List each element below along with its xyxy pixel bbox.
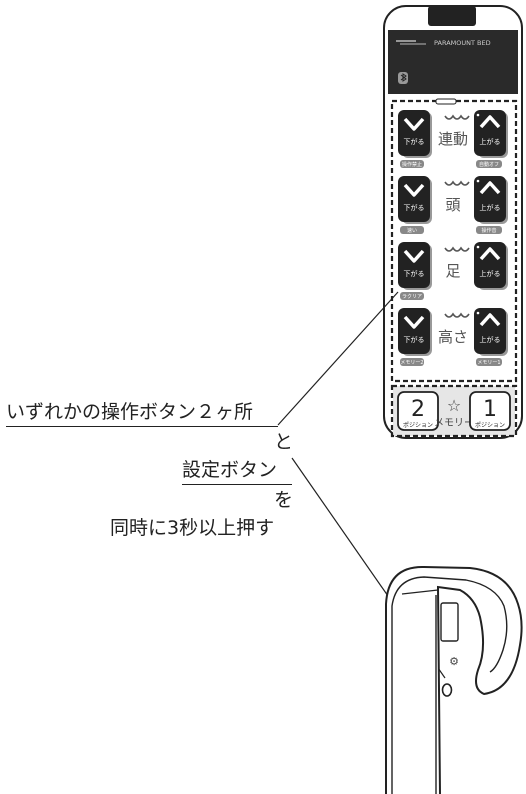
annotation-instruction: 同時に3秒以上押す	[110, 517, 275, 539]
svg-text:ポジション: ポジション	[403, 421, 433, 429]
chevron-down-icon	[403, 117, 425, 131]
sub-label-right: 操作音	[481, 227, 496, 234]
up-label: 上がる	[480, 137, 501, 146]
chevron-down-icon	[403, 249, 425, 263]
memory-button-1[interactable]: 1 ポジション	[469, 391, 511, 431]
brand-logo: PARAMOUNT BED	[434, 39, 491, 47]
sub-label-left: メモリー2	[400, 360, 423, 366]
function-label: 高さ	[438, 328, 468, 346]
bed-position-icon	[444, 246, 470, 252]
control-row: 下がる 上がる 頭速い 操作音	[398, 176, 508, 234]
sub-label-left: 速い	[407, 228, 417, 234]
function-label: 頭	[445, 196, 460, 214]
up-button[interactable]: 上がる	[474, 308, 508, 356]
svg-text:1: 1	[483, 397, 497, 422]
down-label: 下がる	[404, 137, 425, 146]
up-button[interactable]: 上がる	[474, 176, 508, 224]
chevron-up-icon	[479, 247, 501, 261]
down-button[interactable]: 下がる	[398, 176, 432, 224]
sub-label-left: ラクリア	[402, 294, 422, 300]
svg-text:2: 2	[411, 397, 425, 422]
annotation-operation-buttons: いずれかの操作ボタン２ヶ所	[6, 403, 278, 427]
chevron-up-icon	[479, 181, 501, 195]
pointer-line-upper	[277, 291, 399, 426]
chevron-up-icon	[479, 115, 501, 129]
bed-position-icon	[444, 312, 470, 318]
annotation-wo: を	[274, 489, 294, 511]
setting-button[interactable]	[441, 683, 453, 697]
bed-position-icon	[444, 114, 470, 120]
memory-button-2[interactable]: 2 ポジション	[397, 391, 439, 431]
sub-label-right: メモリー1	[477, 360, 500, 366]
down-label: 下がる	[404, 203, 425, 212]
annotation-setting-button: 設定ボタン	[182, 461, 292, 485]
sub-label-left: 操作禁止	[402, 161, 422, 168]
up-button[interactable]: 上がる	[474, 110, 508, 158]
function-label: 連動	[438, 130, 468, 148]
svg-text:☆: ☆	[447, 396, 461, 415]
memory-star-icon: ☆	[447, 396, 461, 415]
down-button[interactable]: 下がる	[398, 242, 432, 290]
side-rail: ⚙	[385, 565, 523, 794]
down-button[interactable]: 下がる	[398, 308, 432, 356]
gear-icon: ⚙	[449, 655, 459, 668]
up-button[interactable]: 上がる	[474, 242, 508, 290]
down-label: 下がる	[404, 335, 425, 344]
up-label: 上がる	[480, 203, 501, 212]
memory-label: メモリー	[434, 418, 474, 429]
down-button[interactable]: 下がる	[398, 110, 432, 158]
chevron-down-icon	[403, 315, 425, 329]
up-label: 上がる	[480, 269, 501, 278]
chevron-down-icon	[403, 183, 425, 197]
up-label: 上がる	[480, 335, 501, 344]
chevron-up-icon	[479, 313, 501, 327]
function-label: 足	[445, 262, 460, 280]
remote-clip	[428, 6, 476, 26]
sub-label-right: 自動オフ	[479, 161, 499, 168]
annotation-and: と	[274, 431, 294, 453]
operation-area-outline	[390, 99, 518, 383]
bed-position-icon	[444, 180, 470, 186]
down-label: 下がる	[404, 269, 425, 278]
bluetooth-icon	[398, 72, 408, 84]
svg-text:ポジション: ポジション	[475, 421, 505, 429]
